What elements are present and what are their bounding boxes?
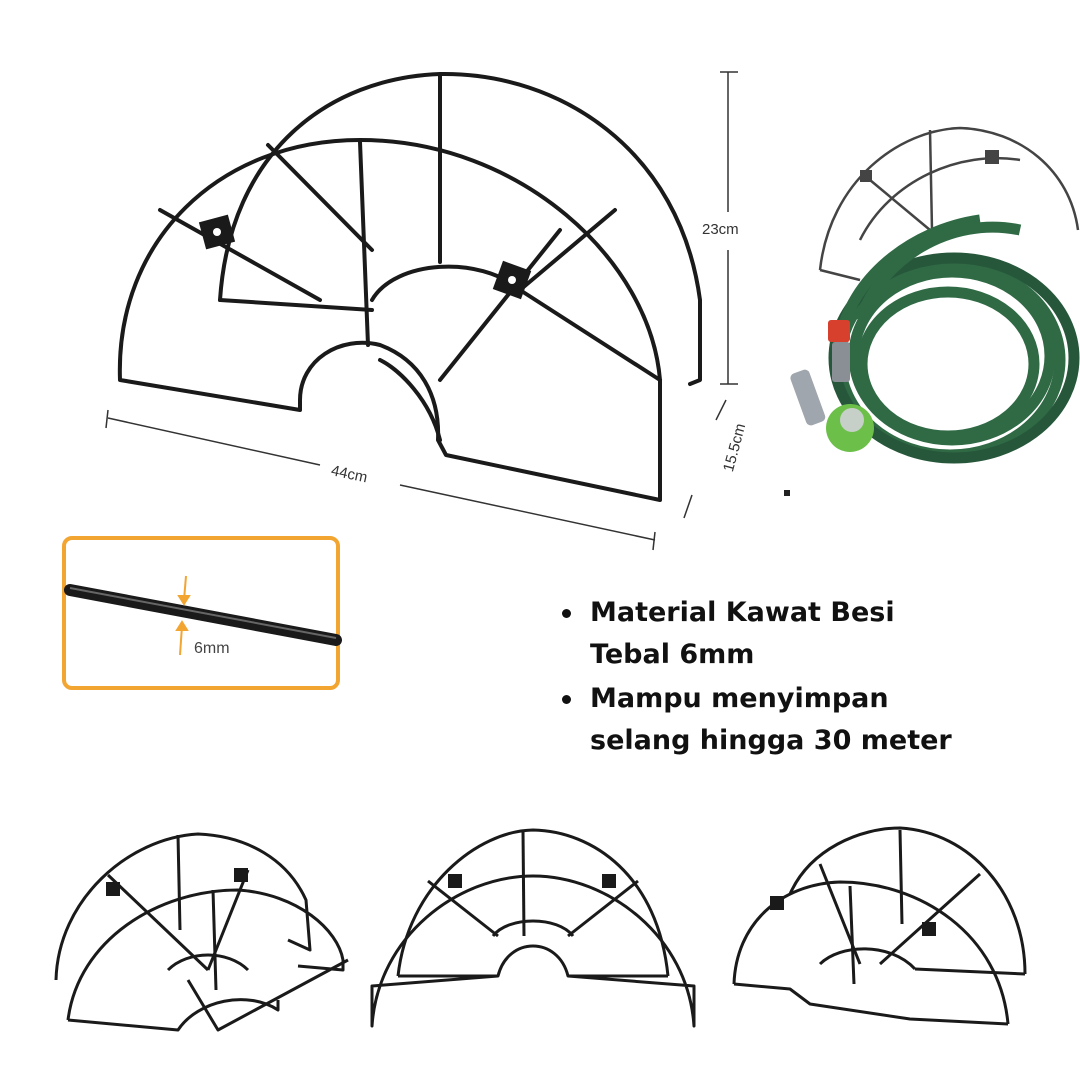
- hose-reel-bracket-main: 23cm 44cm 15.5cm: [105, 71, 749, 551]
- hose-reel-bracket-left-view: [54, 832, 349, 1032]
- width-label: 44cm: [329, 462, 368, 486]
- feature-item-material: Material Kawat Besi Tebal 6mm: [560, 592, 980, 676]
- feature-item-capacity: Mampu menyimpan selang hingga 30 meter: [560, 678, 980, 762]
- feature-list: Material Kawat Besi Tebal 6mm Mampu meny…: [560, 592, 980, 764]
- wire-thickness-label: 6mm: [194, 640, 230, 657]
- hose-with-bracket-photo: [784, 126, 1080, 496]
- hose-reel-bracket-right-view: [732, 826, 1027, 1026]
- height-label: 23cm: [702, 221, 739, 238]
- hose-reel-bracket-front-view: [370, 828, 696, 1028]
- depth-label: 15.5cm: [720, 422, 749, 474]
- wire-thickness-detail: 6mm: [62, 536, 342, 690]
